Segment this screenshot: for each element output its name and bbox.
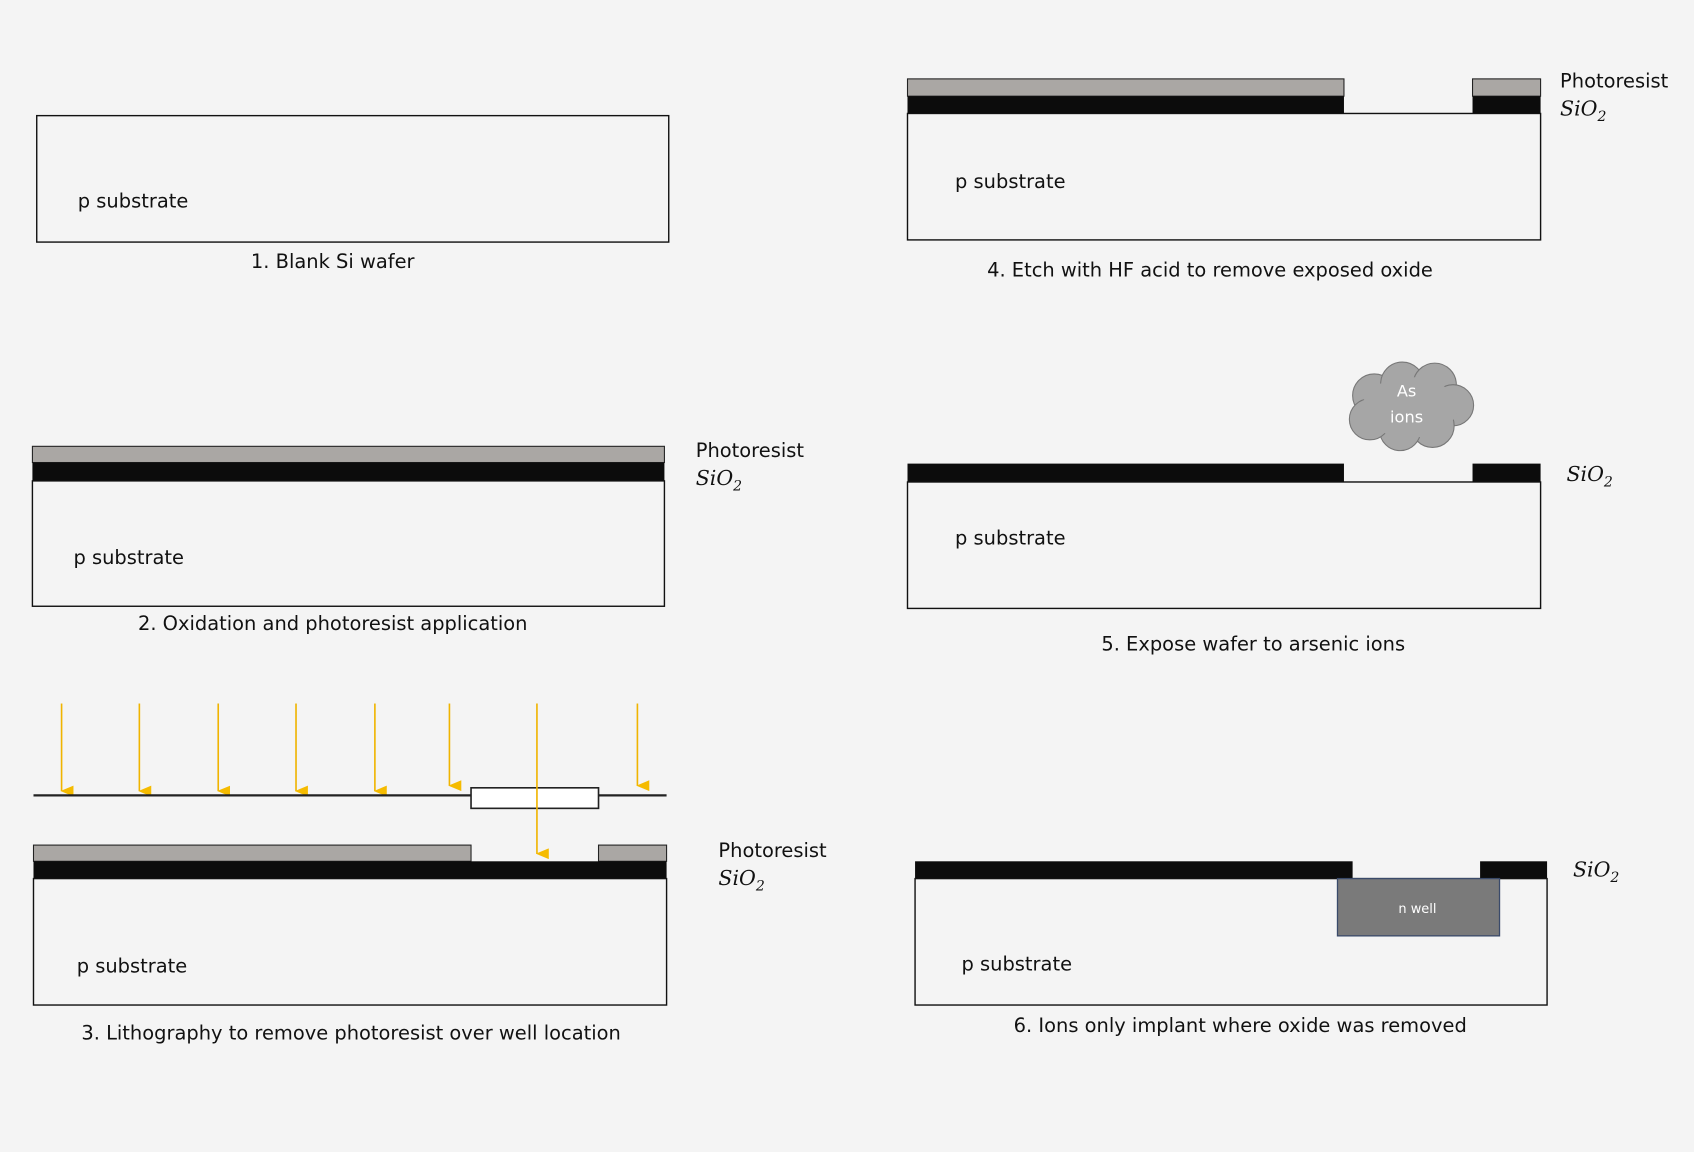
oxide-layer: [1472, 463, 1541, 482]
sio2-label: SiO2: [696, 466, 742, 494]
uv-light-arrows: [60, 703, 650, 797]
step-4: p substrate 4. Etch with HF acid to remo…: [906, 70, 1669, 282]
oxide-layer: [907, 463, 1344, 482]
oxide-layer: [1480, 861, 1548, 879]
step-3: p substrate 3. Lithography to remove pho…: [32, 703, 827, 1045]
photoresist-label: Photoresist: [696, 439, 805, 462]
step-caption: 3. Lithography to remove photoresist ove…: [81, 1022, 620, 1045]
sio2-label: SiO2: [1567, 462, 1613, 490]
step-2: p substrate 2. Oxidation and photoresist…: [31, 439, 805, 635]
oxide-layer: [32, 462, 665, 481]
photoresist-layer: [32, 844, 472, 862]
substrate-label: p substrate: [955, 527, 1066, 550]
n-well: [1336, 877, 1501, 937]
cloud-label: ions: [1390, 408, 1423, 427]
photoresist-layer: [1471, 78, 1542, 97]
substrate-label: p substrate: [77, 955, 188, 978]
step-caption: 4. Etch with HF acid to remove exposed o…: [987, 259, 1433, 282]
step-5: As ions p substrate 5. Expose wafer to a…: [906, 361, 1613, 656]
mask-opening: [470, 787, 600, 810]
p-substrate: [906, 481, 1542, 610]
step-1: p substrate 1. Blank Si wafer: [36, 114, 670, 273]
oxide-layer: [915, 861, 1353, 879]
p-substrate: [36, 114, 670, 243]
p-substrate: [906, 112, 1542, 241]
substrate-label: p substrate: [962, 952, 1073, 975]
oxide-layer: [33, 861, 667, 879]
substrate-label: p substrate: [78, 189, 189, 212]
sio2-label: SiO2: [1573, 857, 1619, 885]
arsenic-ion-cloud: [1348, 361, 1475, 452]
substrate-label: p substrate: [73, 546, 184, 569]
step-caption: 6. Ions only implant where oxide was rem…: [1014, 1014, 1467, 1037]
step-caption: 2. Oxidation and photoresist application: [138, 612, 528, 635]
photoresist-layer: [31, 445, 665, 464]
oxide-layer: [907, 96, 1344, 114]
step-6: n well p substrate 6. Ions only implant …: [914, 857, 1619, 1037]
n-well-label: n well: [1398, 902, 1436, 917]
substrate-label: p substrate: [955, 170, 1066, 193]
photoresist-layer: [597, 844, 668, 862]
cloud-label: As: [1397, 382, 1417, 401]
step-caption: 1. Blank Si wafer: [251, 250, 415, 273]
step-caption: 5. Expose wafer to arsenic ions: [1101, 633, 1405, 656]
sio2-label: SiO2: [1560, 97, 1606, 125]
p-substrate: [31, 480, 666, 607]
oxide-layer: [1472, 96, 1541, 114]
sio2-label: SiO2: [718, 866, 764, 894]
photoresist-label: Photoresist: [1560, 70, 1669, 93]
photoresist-label: Photoresist: [718, 839, 827, 862]
photoresist-layer: [906, 78, 1345, 97]
p-substrate: [32, 877, 668, 1006]
